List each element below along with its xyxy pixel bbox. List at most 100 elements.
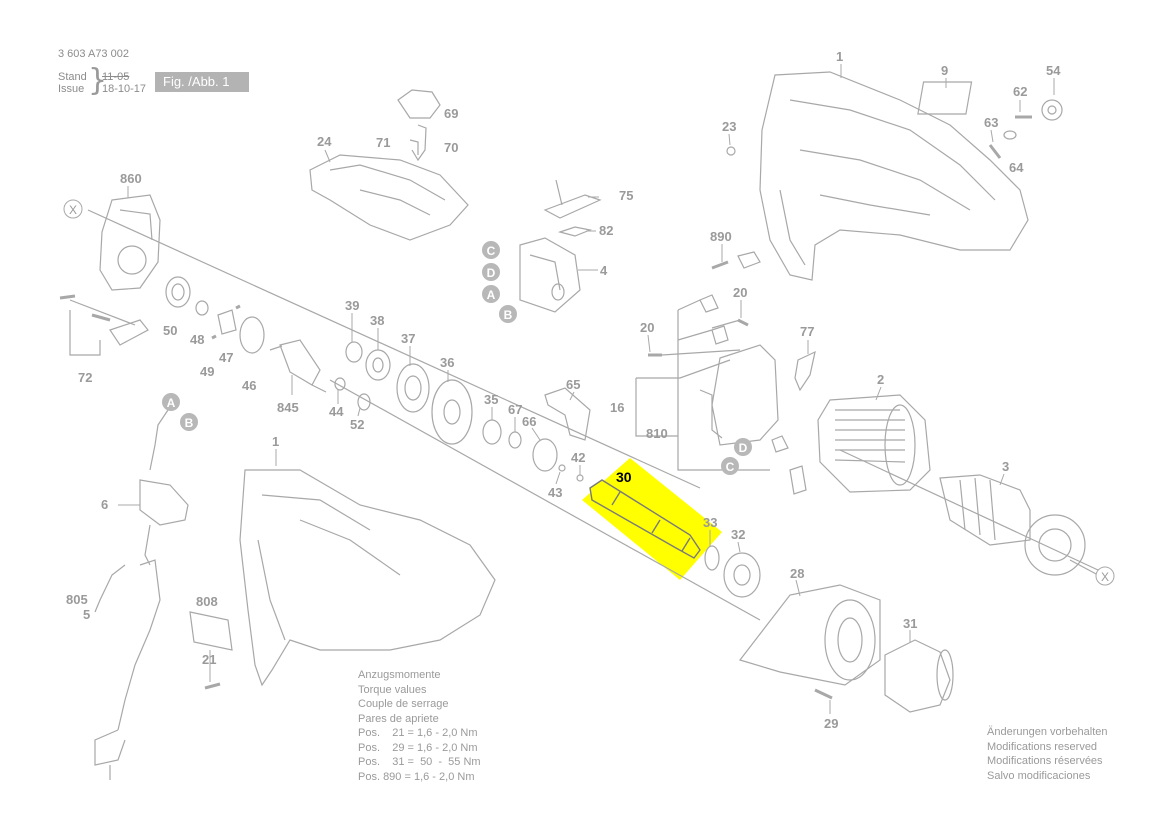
- part-label: 33: [703, 515, 717, 530]
- torque-line: Anzugsmomente: [358, 669, 441, 681]
- part-label: 21: [202, 652, 216, 667]
- part-label: 72: [78, 370, 92, 385]
- callout-x-right: X: [1095, 566, 1115, 586]
- callout-x-left: X: [63, 199, 83, 219]
- svg-text:X: X: [1101, 570, 1109, 584]
- spring-clip-group: [543, 179, 602, 237]
- torque-line: Pos. 31 = 50 - 55 Nm: [358, 756, 481, 768]
- part-label: 31: [903, 616, 917, 631]
- torque-values: Anzugsmomente Torque values Couple de se…: [358, 668, 481, 784]
- svg-text:B: B: [504, 308, 513, 322]
- part-label: 38: [370, 313, 384, 328]
- svg-text:A: A: [167, 396, 176, 410]
- part-label: 62: [1013, 84, 1027, 99]
- part-label: 860: [120, 171, 142, 186]
- issue-date: 18-10-17: [102, 83, 147, 95]
- top-cover: [309, 154, 469, 241]
- part-label: 9: [941, 63, 948, 78]
- part-label: 845: [277, 400, 299, 415]
- part-label: 4: [600, 263, 608, 278]
- torque-line: Pos. 29 = 1,6 - 2,0 Nm: [358, 741, 478, 754]
- drawing-number: 3 603 A73 002: [58, 48, 129, 60]
- part-label: 2: [877, 372, 884, 387]
- part-label: 69: [444, 106, 458, 121]
- gear-housing-28: [738, 584, 881, 686]
- part-label: 50: [163, 323, 177, 338]
- leader-lines: [118, 64, 1055, 714]
- callout-b-cord: B: [180, 413, 198, 431]
- part-label: 36: [440, 355, 454, 370]
- svg-text:X: X: [69, 203, 77, 217]
- svg-text:C: C: [487, 244, 496, 258]
- svg-text:B: B: [185, 416, 194, 430]
- handle-bracket: [99, 194, 161, 291]
- assembly-axis-line-right: [839, 449, 1099, 571]
- svg-text:D: D: [487, 266, 496, 280]
- modifications-notice: Änderungen vorbehalten Modifications res…: [987, 725, 1107, 783]
- part-label: 32: [731, 527, 745, 542]
- screw-21: [204, 682, 221, 690]
- part-label: 70: [444, 140, 458, 155]
- part-label: 35: [484, 392, 498, 407]
- part-label: 1: [836, 49, 843, 64]
- part-label: 39: [345, 298, 359, 313]
- callout-a-top: A: [482, 285, 500, 303]
- callout-circles: C D A B A B D: [63, 199, 1115, 586]
- part-label: 67: [508, 402, 522, 417]
- callout-b-top: B: [499, 305, 517, 323]
- part-label: 77: [800, 324, 814, 339]
- highlight-part-label: 30: [616, 469, 632, 485]
- brace-icon: }: [88, 63, 108, 98]
- housing-half-top: [759, 71, 1029, 281]
- part-label: 20: [640, 320, 654, 335]
- field-stator: [817, 394, 931, 493]
- power-cord: [94, 409, 189, 780]
- part-label: 44: [329, 404, 344, 419]
- modifications-line: Modifications reserved: [987, 740, 1098, 753]
- part-label: 64: [1009, 160, 1024, 175]
- part-label: 49: [200, 364, 214, 379]
- torque-line: Pos. 890 = 1,6 - 2,0 Nm: [358, 770, 475, 783]
- assembly-axis-line-lower: [329, 379, 761, 621]
- modifications-line: Änderungen vorbehalten: [987, 726, 1108, 738]
- part-label: 5: [83, 607, 90, 622]
- callout-c-mid: C: [721, 457, 739, 475]
- part-labels: 1 9 54 62 63 64 23 69 71 70 24 860 75 82…: [66, 49, 1061, 731]
- stand-label: Stand: [58, 71, 87, 83]
- switch-module: [519, 237, 581, 313]
- screw-890: [711, 251, 761, 270]
- part-label: 24: [317, 134, 332, 149]
- part-label: 3: [1002, 459, 1009, 474]
- ring-33: [704, 545, 720, 571]
- part-label: 810: [646, 426, 668, 441]
- part-label: 65: [566, 377, 580, 392]
- torque-line: Couple de serrage: [358, 698, 449, 710]
- part-label: 47: [219, 350, 233, 365]
- part-label: 66: [522, 414, 536, 429]
- part-label: 37: [401, 331, 415, 346]
- part-label: 808: [196, 594, 218, 609]
- modifications-line: Salvo modificaciones: [987, 769, 1091, 782]
- part-label: 54: [1046, 63, 1061, 78]
- assembly-axis-line: [87, 209, 701, 489]
- part-label: 1: [272, 434, 279, 449]
- part-label: 71: [376, 135, 390, 150]
- switch-adjuster-group: [726, 99, 1063, 159]
- callout-d-top: D: [482, 263, 500, 281]
- part-label: 28: [790, 566, 804, 581]
- stand-date: 11-05: [102, 71, 130, 83]
- callout-d-mid: D: [734, 438, 752, 456]
- gear-stack: [334, 341, 473, 445]
- armature: [939, 474, 1099, 576]
- part-label: 46: [242, 378, 256, 393]
- part-label: 805: [66, 592, 88, 607]
- part-label: 890: [710, 229, 732, 244]
- svg-text:C: C: [726, 460, 735, 474]
- part-label: 63: [984, 115, 998, 130]
- modifications-line: Modifications réservées: [987, 755, 1103, 767]
- issue-label: Issue: [58, 83, 85, 95]
- spindle-30: [589, 479, 701, 559]
- part-label: 16: [610, 400, 624, 415]
